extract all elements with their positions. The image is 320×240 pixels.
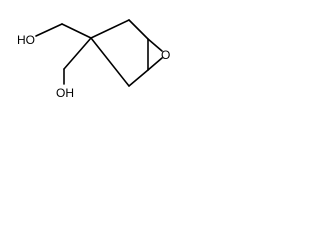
bond-c1-ch2-top <box>61 23 92 39</box>
ring-bond-c2-c3 <box>128 19 149 40</box>
hydroxyl-top-label: HO <box>17 33 35 47</box>
ring-bond-c5-c1 <box>90 37 130 87</box>
bond-ch2-top-oh <box>35 23 63 37</box>
ring-bond-c1-c2 <box>90 19 130 39</box>
molecule-canvas: HO OH O <box>0 0 192 106</box>
epoxide-bond-c4-o <box>147 57 163 71</box>
epoxide-oxygen-label: O <box>161 48 170 62</box>
ring-bond-c4-c5 <box>128 69 149 87</box>
bond-c1-ch2-bottom <box>63 37 92 70</box>
hydroxyl-bottom-label: OH <box>56 86 74 100</box>
chemical-structure-diagram: HO OH O <box>17 19 170 100</box>
epoxide-bond-c3-o <box>147 38 163 52</box>
